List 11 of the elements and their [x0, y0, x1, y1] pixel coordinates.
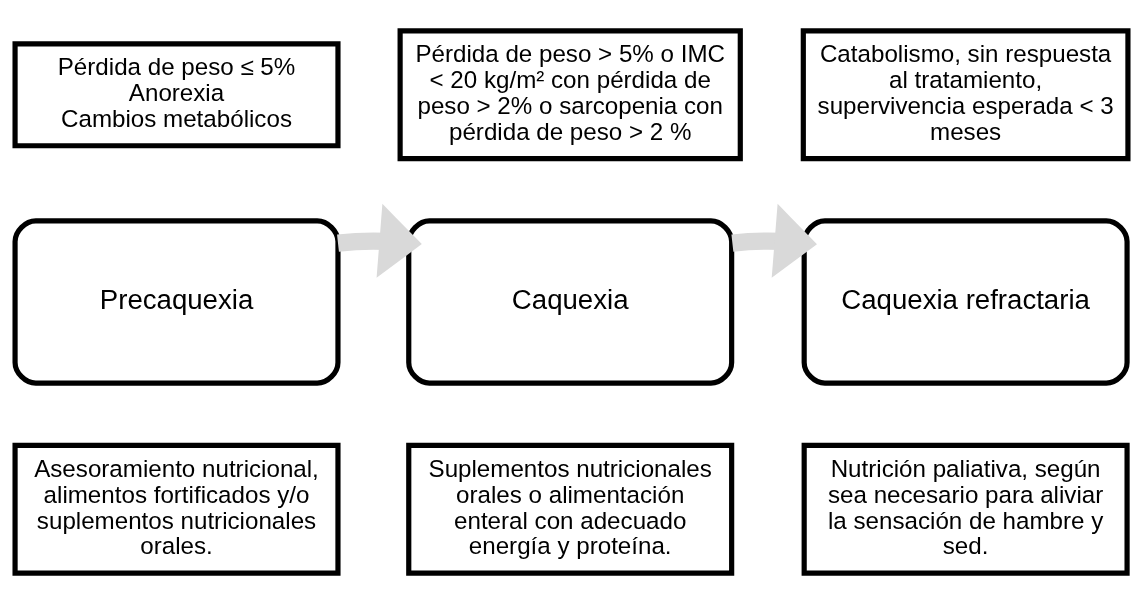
node-box: Caquexia refractaria [801, 217, 1130, 386]
arrow [337, 203, 422, 278]
node-box: Asesoramiento nutricional, alimentos fortificados y/o suplementos nutricionales orales. [12, 442, 341, 576]
node-box: Catabolismo, sin respuesta al tratamiento, supervivencia esperada < 3 meses [800, 27, 1131, 161]
node-box: Pérdida de peso ≤ 5% Anorexia Cambios metabólicos [12, 40, 341, 148]
node-box: Precaquexia [12, 217, 341, 386]
node-box: Nutrición paliativa, según sea necesario para aliviar la sensación de hambre y sed. [801, 442, 1130, 576]
node-box: Caquexia [406, 217, 735, 386]
node-box: Suplementos nutricionales orales o alimentación enteral con adecuado energía y proteína. [406, 442, 735, 576]
node-box: Pérdida de peso > 5% o IMC < 20 kg/m² con pérdida de peso > 2% o sarcopenia con pérdida de peso > 2 % [397, 27, 743, 161]
arrow [731, 203, 817, 278]
